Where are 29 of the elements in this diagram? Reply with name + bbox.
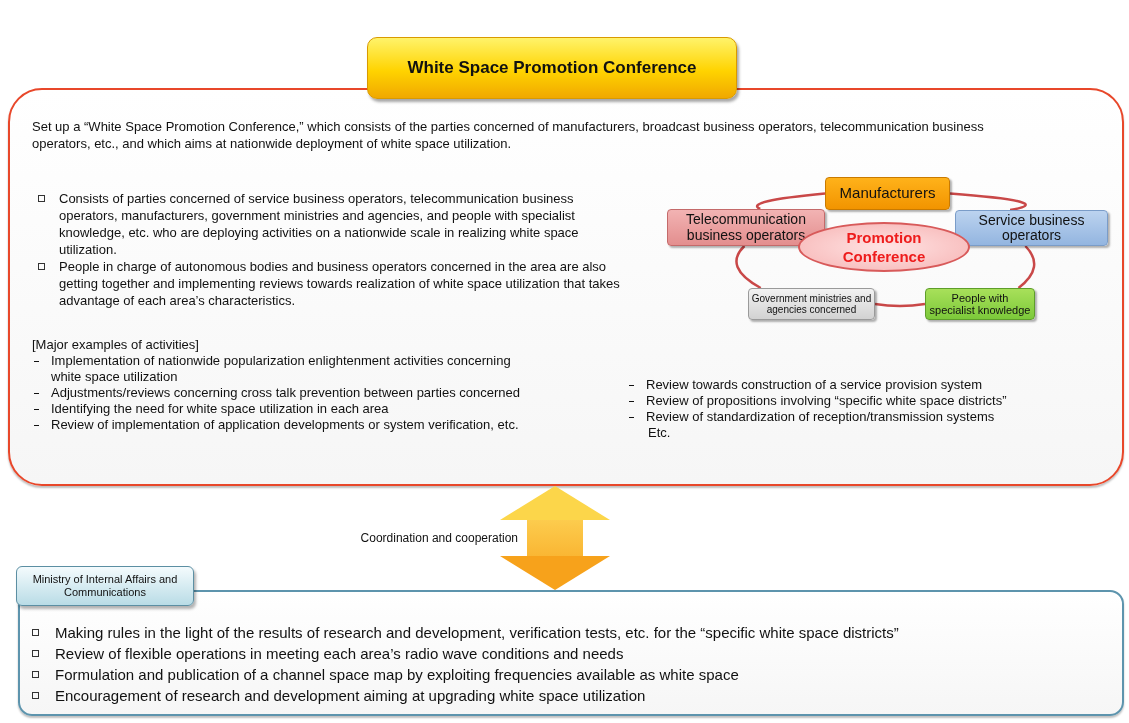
ring-connector xyxy=(1017,245,1036,289)
activity-text: Review of propositions involving “specific white space districts” xyxy=(646,393,1007,409)
activity-text: Review towards construction of a service provision system xyxy=(646,377,982,393)
bullet-text: Making rules in the light of the results of research and development, verification tests, etc. for the “specific white space districts” xyxy=(55,623,899,643)
activity-text: Adjustments/reviews concerning cross talk prevention between parties concerned xyxy=(51,385,520,401)
ring-connector xyxy=(735,245,762,290)
ring-connector xyxy=(874,302,926,308)
activity-text: Implementation of nationwide popularization enlightenment activities concerning white space utilization xyxy=(51,353,512,385)
bullet-text: Review of flexible operations in meeting each area’s radio wave conditions and needs xyxy=(55,644,624,664)
party-box: Government ministries and agencies concerned xyxy=(748,288,875,320)
party-box: Telecommunication business operators xyxy=(667,209,825,246)
ring-connector xyxy=(949,192,1027,212)
bullet-text: Consists of parties concerned of service business operators, telecommunication business operators, manufacturers, government ministries and agencies, and people with specialist knowledge, etc. who are deploying activities on a nationwide scale in realizing white space utilization. xyxy=(59,190,580,258)
activity-text: Identifying the need for white space utilization in each area xyxy=(51,401,389,417)
activity-text: Review of standardization of reception/transmission systems xyxy=(646,409,995,425)
activity-text: Review of implementation of application developments or system verification, etc. xyxy=(51,417,519,433)
party-box: Service business operators xyxy=(955,210,1108,246)
title-tab: White Space Promotion Conference xyxy=(367,37,737,99)
ring-connector xyxy=(756,192,826,211)
bullet-text: Formulation and publication of a channel space map by exploiting frequencies available as white space xyxy=(55,665,739,685)
party-box: Manufacturers xyxy=(825,177,950,210)
ministry-tab: Ministry of Internal Affairs and Communications xyxy=(16,566,194,606)
double-arrow xyxy=(500,486,610,590)
party-box: People with specialist knowledge xyxy=(925,288,1035,320)
section-heading: [Major examples of activities] xyxy=(32,337,199,353)
bullet-text: Encouragement of research and development aiming at upgrading white space utilization xyxy=(55,686,646,706)
bullet-text: People in charge of autonomous bodies and business operators concerned in the area are also getting together and implementing reviews towards realization of white space utilization that takes advantage of each area’s characteristics. xyxy=(59,258,621,309)
intro-paragraph: Set up a “White Space Promotion Conference,” which consists of the parties concerned of manufacturers, broadcast business operators, telecommunication business operators, etc., and which aims at nationwide deployment of white space utilization. xyxy=(32,118,985,152)
activity-text: Etc. xyxy=(648,425,671,441)
